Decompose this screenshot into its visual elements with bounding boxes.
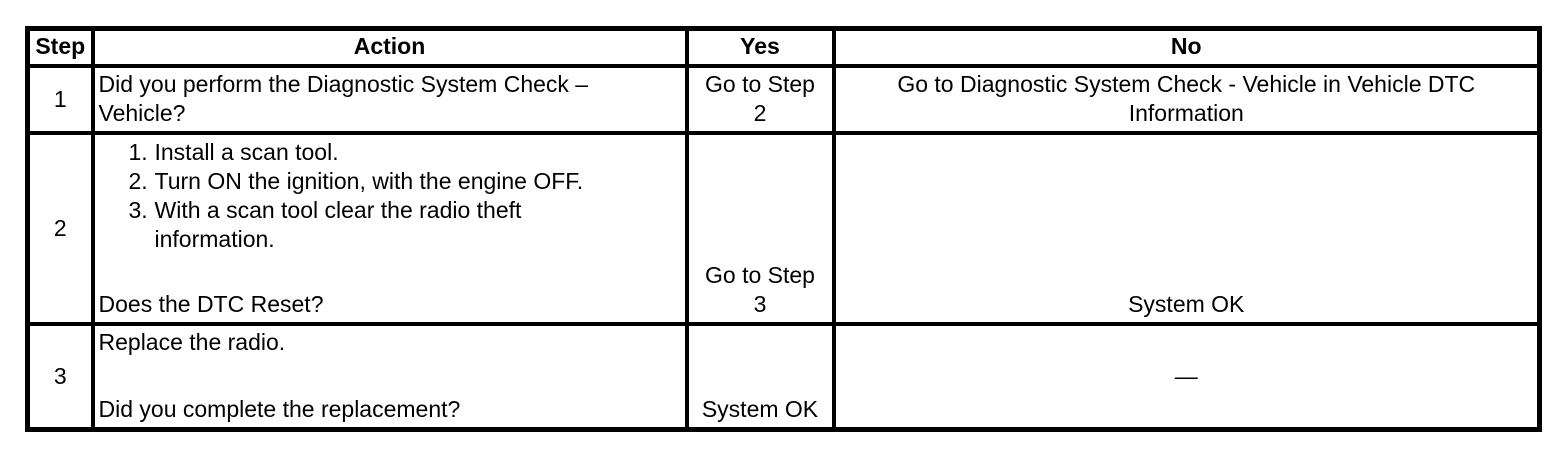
yes-result: System OK bbox=[701, 396, 819, 422]
header-row: Step Action Yes No bbox=[25, 26, 1542, 68]
list-item-text: Turn ON the ignition, with the engine OF… bbox=[154, 168, 584, 194]
col-header-yes: Yes bbox=[684, 26, 836, 68]
step-number: 2 bbox=[25, 131, 95, 326]
table-row-step-2: 2 1. Install a scan tool. 2. Turn ON the… bbox=[25, 131, 1542, 326]
yes-cell: System OK bbox=[684, 322, 836, 432]
yes-result: Go to Step 2 bbox=[705, 71, 815, 126]
list-item-number: 3. bbox=[128, 197, 148, 223]
no-result: Go to Diagnostic System Check - Vehicle … bbox=[897, 71, 1476, 126]
diagnostic-table: Step Action Yes No 1 Did you perform the… bbox=[25, 26, 1542, 432]
list-item-text: With a scan tool clear the radio theft i… bbox=[154, 197, 522, 252]
yes-result: Go to Step 3 bbox=[705, 262, 815, 317]
action-cell: Did you perform the Diagnostic System Ch… bbox=[90, 64, 689, 135]
list-item: 3. With a scan tool clear the radio thef… bbox=[99, 196, 681, 254]
col-header-action: Action bbox=[90, 26, 689, 68]
action-question: Did you perform the Diagnostic System Ch… bbox=[98, 71, 589, 126]
col-header-step: Step bbox=[25, 26, 95, 68]
table-row-step-1: 1 Did you perform the Diagnostic System … bbox=[25, 64, 1542, 135]
table-row-step-3: 3 Replace the radio. Did you complete th… bbox=[25, 322, 1542, 432]
action-instruction: Replace the radio. bbox=[98, 329, 286, 355]
action-cell: Replace the radio. Did you complete the … bbox=[90, 322, 689, 432]
no-cell: — bbox=[831, 322, 1542, 432]
list-item-number: 2. bbox=[128, 168, 148, 194]
yes-cell: Go to Step 2 bbox=[684, 64, 836, 135]
list-item-text: Install a scan tool. bbox=[154, 139, 339, 165]
action-question: Did you complete the replacement? bbox=[98, 396, 461, 422]
action-question: Does the DTC Reset? bbox=[98, 291, 324, 317]
no-cell: Go to Diagnostic System Check - Vehicle … bbox=[831, 64, 1542, 135]
list-item: 1. Install a scan tool. bbox=[99, 138, 681, 167]
no-result-dash: — bbox=[1174, 362, 1198, 389]
list-item: 2. Turn ON the ignition, with the engine… bbox=[99, 167, 681, 196]
action-cell: 1. Install a scan tool. 2. Turn ON the i… bbox=[90, 131, 689, 326]
step-number: 1 bbox=[25, 64, 95, 135]
col-header-no: No bbox=[831, 26, 1542, 68]
no-cell: System OK bbox=[831, 131, 1542, 326]
yes-cell: Go to Step 3 bbox=[684, 131, 836, 326]
action-instruction-list: 1. Install a scan tool. 2. Turn ON the i… bbox=[99, 137, 681, 254]
list-item-number: 1. bbox=[128, 139, 148, 165]
step-number: 3 bbox=[25, 322, 95, 432]
no-result: System OK bbox=[1128, 291, 1245, 317]
